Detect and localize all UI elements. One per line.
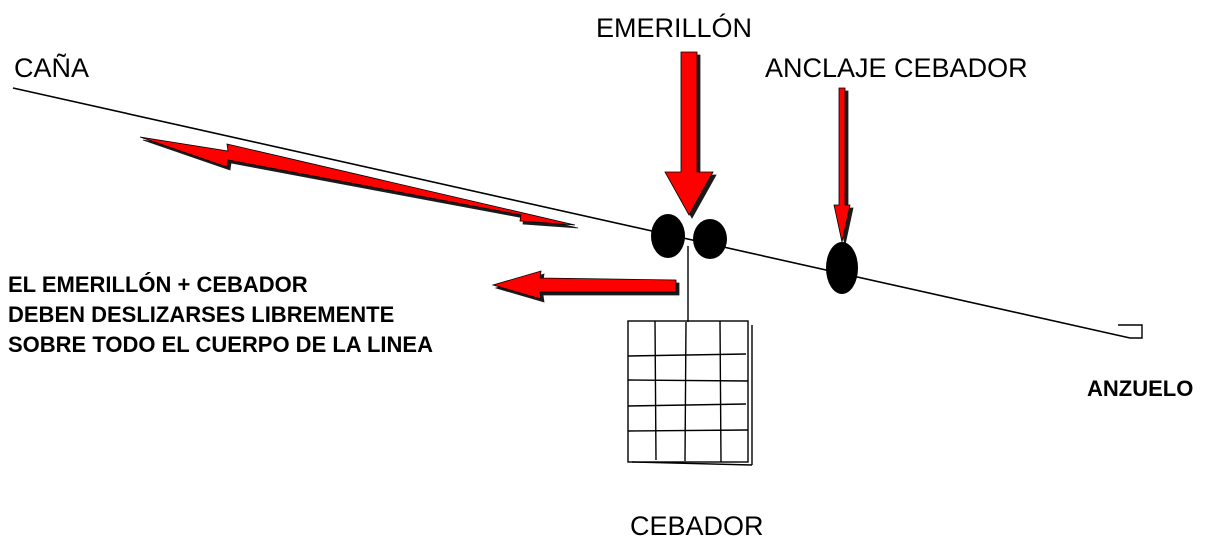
label-anzuelo: ANZUELO: [1087, 376, 1194, 401]
note-arrow: [491, 270, 677, 300]
swivel-bead-left: [651, 214, 685, 258]
anchor-bead: [826, 242, 858, 294]
label-cebador: CEBADOR: [630, 511, 764, 541]
label-cana: CAÑA: [14, 53, 90, 83]
note-line: DEBEN DESLIZARSES LIBREMENTE: [8, 302, 395, 327]
slide-arrow: [139, 136, 576, 226]
note-line: EL EMERILLÓN + CEBADOR: [8, 272, 308, 297]
emerillon-arrow: [664, 51, 714, 216]
instruction-note: EL EMERILLÓN + CEBADOR DEBEN DESLIZARSES…: [8, 270, 433, 360]
fishing-line: [12, 87, 1131, 339]
label-anclaje-cebador: ANCLAJE CEBADOR: [765, 53, 1028, 83]
feeder-cage: [627, 320, 753, 466]
hook-icon: [1118, 324, 1143, 339]
label-emerillon: EMERILLÓN: [596, 13, 753, 43]
anclaje-cebador-arrow: [833, 87, 851, 243]
note-line: SOBRE TODO EL CUERPO DE LA LINEA: [8, 332, 433, 357]
swivel-bead-right: [693, 219, 727, 259]
